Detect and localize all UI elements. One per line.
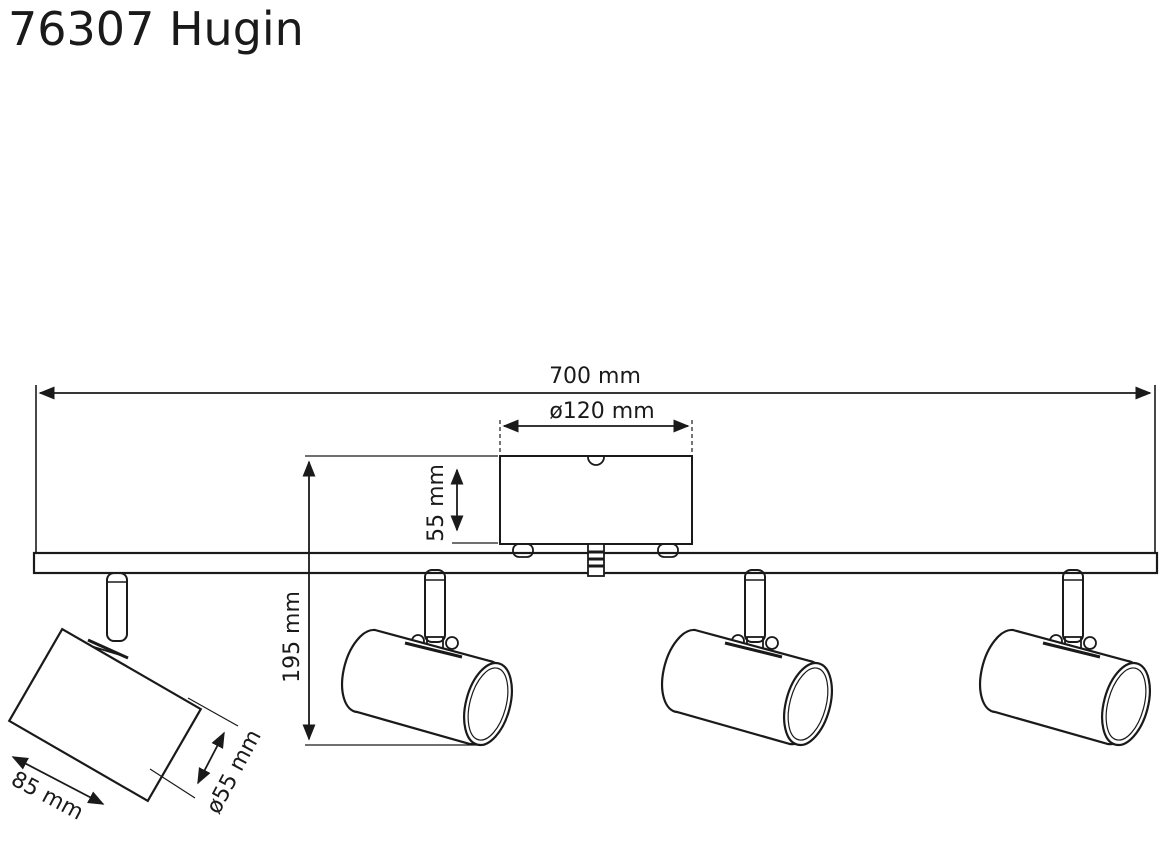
shade-diameter-label: ø55 mm: [202, 726, 267, 818]
spotlight-tilted: [7, 572, 203, 803]
base-height-dimension: 55 mm: [424, 464, 498, 544]
spotlight-2: [341, 569, 513, 747]
product-title: 76307 Hugin: [8, 2, 304, 56]
total-height-label: 195 mm: [280, 591, 305, 683]
base-diameter-label: ø120 mm: [549, 399, 654, 424]
ceiling-canopy: [499, 455, 693, 558]
base-diameter-dimension: ø120 mm: [499, 399, 693, 455]
spotlight-3: [661, 569, 833, 747]
total-height-dimension: 195 mm: [280, 455, 498, 746]
base-height-label: 55 mm: [424, 464, 449, 542]
overall-width-label: 700 mm: [549, 364, 641, 389]
spotlight-4: [979, 569, 1151, 747]
rail-bar: [32, 543, 1159, 577]
overall-width-dimension: 700 mm: [35, 364, 1156, 552]
